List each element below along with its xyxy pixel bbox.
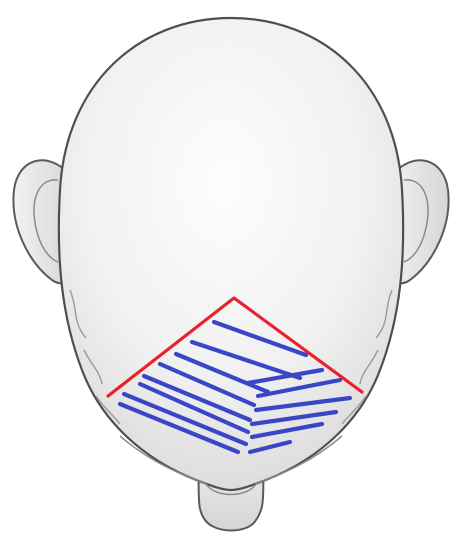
skull-outline xyxy=(59,18,403,490)
